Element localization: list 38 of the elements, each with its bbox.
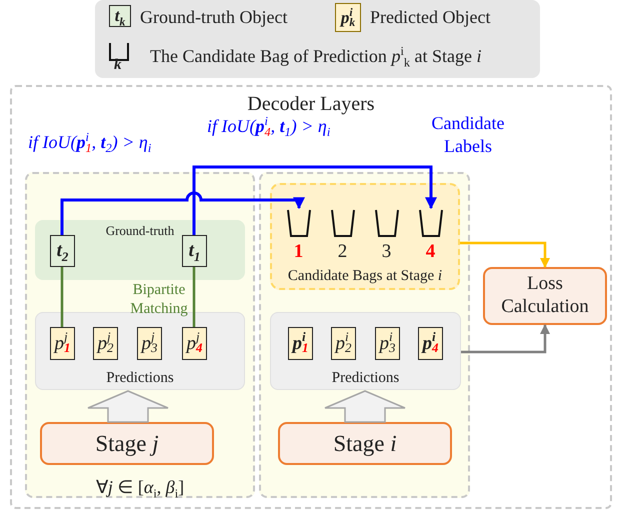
connector-line (60, 267, 64, 327)
arrow (461, 324, 550, 354)
ground-truth-band (35, 220, 245, 280)
condition-label: if IoU(p$^{i}$$_{4}$, t$_{1}$) > η$_{i}$ (207, 116, 330, 137)
annotation: Candidate Labels (430, 112, 506, 157)
band-title: Predictions (105, 370, 175, 386)
connector-line (192, 267, 196, 327)
arrow (192, 166, 437, 235)
ground-truth-token: t$_{2}$ (50, 235, 75, 267)
frame-title: Decoder Layers (246, 93, 376, 115)
legend-text: The Candidate Bag of Prediction p$^{i}$$_{k}$ at Stage i (150, 46, 482, 67)
stage-panel (259, 172, 470, 498)
legend-sample: t$_{k}$ (109, 5, 131, 27)
block-arrow (324, 390, 406, 423)
annotation: Bipartite Matching (129, 281, 189, 318)
bag-number: 3 (380, 242, 392, 262)
band-title: Predictions (330, 370, 400, 386)
range-formula: ∀j ∈ [α$_{i}$, β$_{i}$] (94, 478, 186, 498)
arrow (460, 242, 550, 268)
stage-box: Stage j (40, 422, 214, 465)
bag-number: 1 (292, 242, 304, 262)
arrow (60, 192, 305, 235)
band-title: Ground-truth (104, 224, 176, 238)
bag-number: 2 (336, 242, 348, 262)
legend-text: Ground-truth Object (140, 7, 288, 28)
layer-frame (10, 85, 612, 509)
stage-panel (25, 172, 255, 498)
bag-number: 4 (424, 242, 436, 262)
candidate-bags-panel (270, 183, 460, 290)
stage-box: Stage i (278, 422, 452, 465)
block-arrow (87, 390, 169, 423)
predictions-band (270, 312, 461, 390)
ground-truth-token: t$_{1}$ (182, 235, 207, 267)
bag-index: k (114, 58, 122, 73)
condition-label: if IoU(p$^{i}$$_{1}$, t$_{2}$) > η$_{i}$ (28, 132, 152, 153)
loss-box: Loss Calculation (483, 267, 607, 325)
legend-text: Predicted Object (370, 7, 490, 28)
panel-caption: Candidate Bags at Stage i (286, 268, 444, 284)
